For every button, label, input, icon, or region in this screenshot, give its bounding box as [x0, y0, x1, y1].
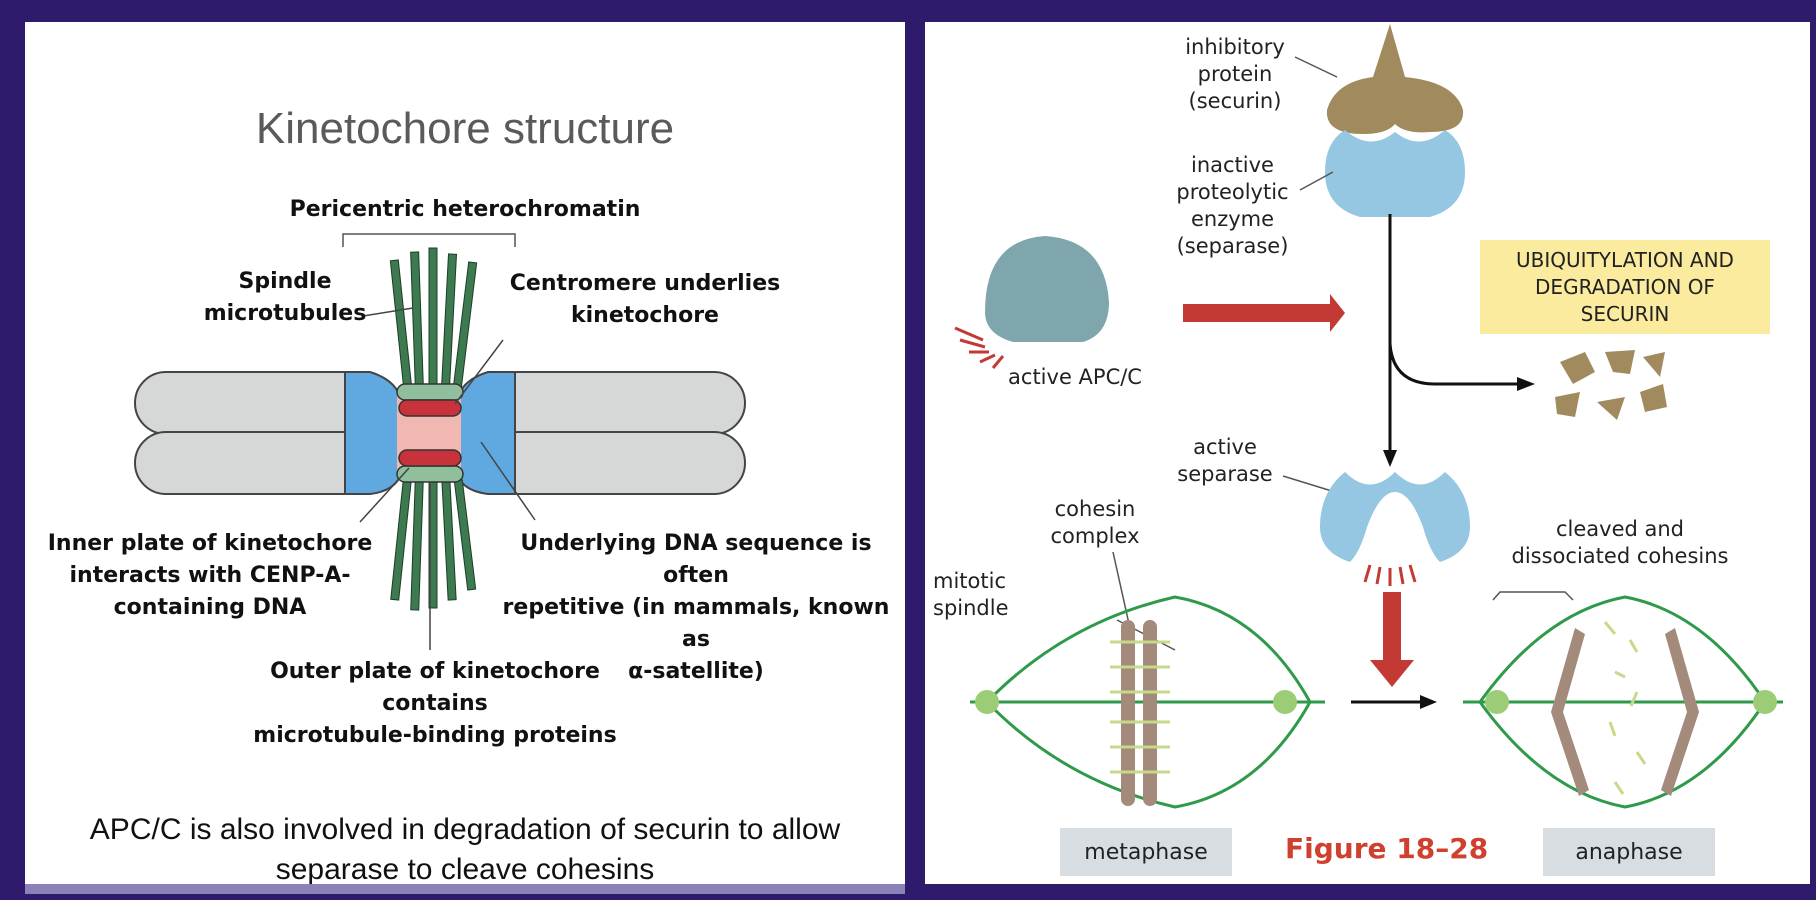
chromatid-arm: [486, 431, 746, 495]
securin-figure: inhibitory protein (securin) inactive pr…: [925, 22, 1810, 884]
centromere-region: [344, 371, 404, 495]
figure-number: Figure 18–28: [1285, 832, 1489, 865]
label-mitotic-spindle: mitotic spindle: [933, 569, 1009, 620]
securin-fragments: [1555, 350, 1667, 420]
metaphase-spindle: [970, 595, 1325, 809]
pericentric-bracket: [342, 233, 516, 247]
centromere-region: [454, 371, 516, 495]
spindle-microtubules-bottom: [390, 479, 477, 611]
label-inactive-separase: inactive proteolytic enzyme (separase): [1176, 153, 1289, 258]
label-cleaved-cohesins: cleaved and dissociated cohesins: [1511, 517, 1729, 568]
inner-plate: [398, 449, 462, 467]
label-underlying-dna: Underlying DNA sequence is often repetit…: [502, 531, 890, 684]
label-active-apc: active APC/C: [1008, 365, 1142, 389]
stage-anaphase: anaphase: [1543, 828, 1715, 876]
stage-metaphase: metaphase: [1060, 828, 1232, 876]
spindle-microtubules-top: [389, 247, 478, 389]
kinetochore-diagram: [134, 233, 746, 650]
label-inner-plate: Inner plate of kinetochore interacts wit…: [47, 531, 373, 620]
kinetochore-slide: Kinetochore structure: [25, 22, 905, 894]
active-separase-shape: [1320, 472, 1470, 562]
apc-shape: [985, 236, 1109, 342]
label-pericentric: Pericentric heterochromatin: [289, 197, 641, 222]
slide-caption: APC/C is also involved in degradation of…: [89, 813, 841, 886]
label-spindle-microtubules: Spindle microtubules: [203, 269, 367, 326]
slide-footer-strip: [25, 884, 905, 894]
inactive-separase-shape: [1325, 130, 1465, 217]
label-cohesin-complex: cohesin complex: [1050, 497, 1140, 548]
apc-ubiquitin-marks: [954, 326, 1005, 369]
red-arrow-head: [1330, 294, 1345, 332]
outer-plate: [396, 383, 464, 401]
apc-separase-diagram: [954, 24, 1783, 809]
label-centromere: Centromere underlies kinetochore: [509, 271, 781, 328]
label-active-separase: active separase: [1177, 435, 1273, 486]
securin-shape: [1326, 24, 1464, 134]
slide-title: Kinetochore structure: [255, 104, 675, 153]
outer-plate: [396, 465, 464, 483]
separase-ubiquitin-marks: [1363, 564, 1417, 586]
inner-plate: [398, 399, 462, 417]
anaphase-spindle: [1463, 595, 1783, 809]
ubiquitylation-box: UBIQUITYLATION AND DEGRADATION OF SECURI…: [1480, 240, 1770, 334]
red-down-arrow-head: [1370, 660, 1414, 687]
label-inhibitory-protein: inhibitory protein (securin): [1185, 35, 1285, 113]
label-outer-plate: Outer plate of kinetochore contains micr…: [253, 659, 617, 748]
chromatid-arm: [486, 371, 746, 435]
